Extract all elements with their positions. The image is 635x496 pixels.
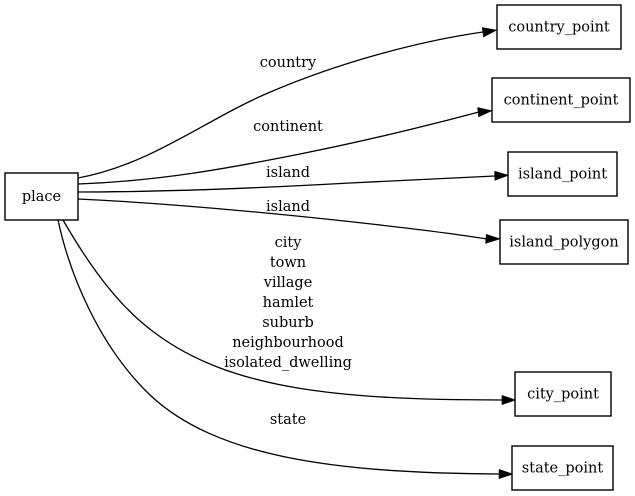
node-state_point[interactable]: state_point [511, 445, 614, 491]
node-label-place: place [22, 189, 61, 205]
edge-label-place-types: city town village hamlet suburb neighbourhood… [224, 235, 352, 371]
node-label-state_point: state_point [522, 461, 604, 477]
edge-place-to-city_point[interactable] [62, 219, 503, 401]
edge-group-city[interactable] [62, 219, 517, 406]
edge-label-line-town: town [270, 255, 306, 271]
edge-label-continent: continent [253, 119, 323, 135]
arrowhead-island_polygon [485, 233, 502, 244]
edge-label-line-village: village [263, 275, 313, 291]
node-label-country_point: country_point [508, 20, 610, 36]
node-label-city_point: city_point [527, 387, 599, 403]
node-island_point[interactable]: island_point [507, 151, 618, 197]
edge-place-to-island_point[interactable] [77, 175, 496, 193]
edge-group-continent[interactable] [77, 107, 493, 185]
node-city_point[interactable]: city_point [514, 371, 612, 417]
node-country_point[interactable]: country_point [496, 4, 622, 50]
edge-place-to-island_polygon[interactable] [77, 198, 488, 240]
node-continent_point[interactable]: continent_point [491, 77, 631, 123]
edge-place-to-country_point[interactable] [77, 31, 484, 179]
arrowhead-continent_point [477, 107, 493, 118]
node-label-island_polygon: island_polygon [509, 235, 618, 251]
node-label-continent_point: continent_point [504, 93, 619, 109]
node-box-state_point[interactable] [511, 445, 614, 491]
edge-label-line-neighbourhood: neighbourhood [232, 335, 344, 351]
node-box-city_point[interactable] [514, 371, 612, 417]
edge-group-country[interactable] [77, 27, 498, 179]
edge-label-country: country [260, 55, 317, 71]
node-box-continent_point[interactable] [491, 77, 631, 123]
node-box-island_point[interactable] [507, 151, 618, 197]
edge-label-island-point: island [266, 165, 310, 181]
node-box-place[interactable] [4, 172, 79, 221]
edge-group-island-point[interactable] [77, 170, 510, 193]
node-box-country_point[interactable] [496, 4, 622, 50]
edge-label-line-suburb: suburb [262, 315, 314, 331]
node-place[interactable]: place [4, 172, 79, 221]
node-island_polygon[interactable]: island_polygon [499, 219, 629, 265]
edge-place-to-state_point[interactable] [57, 219, 500, 475]
arrowhead-island_point [494, 170, 510, 181]
edge-label-state: state [270, 412, 306, 428]
edge-labels: country continent island island city town… [224, 55, 352, 428]
edge-group-island-polygon[interactable] [77, 198, 502, 244]
arrowhead-city_point [501, 394, 517, 406]
node-box-island_polygon[interactable] [499, 219, 629, 265]
arrowhead-state_point [498, 468, 514, 480]
edge-label-island-polygon: island [266, 199, 310, 215]
edge-label-line-hamlet: hamlet [263, 295, 314, 311]
edge-label-line-isolated_dwelling: isolated_dwelling [224, 355, 352, 371]
edge-group-state[interactable] [57, 219, 514, 480]
node-label-island_point: island_point [518, 167, 607, 183]
arrowhead-country_point [481, 27, 498, 38]
edge-place-to-continent_point[interactable] [77, 111, 480, 185]
edge-label-line-city: city [275, 235, 303, 251]
